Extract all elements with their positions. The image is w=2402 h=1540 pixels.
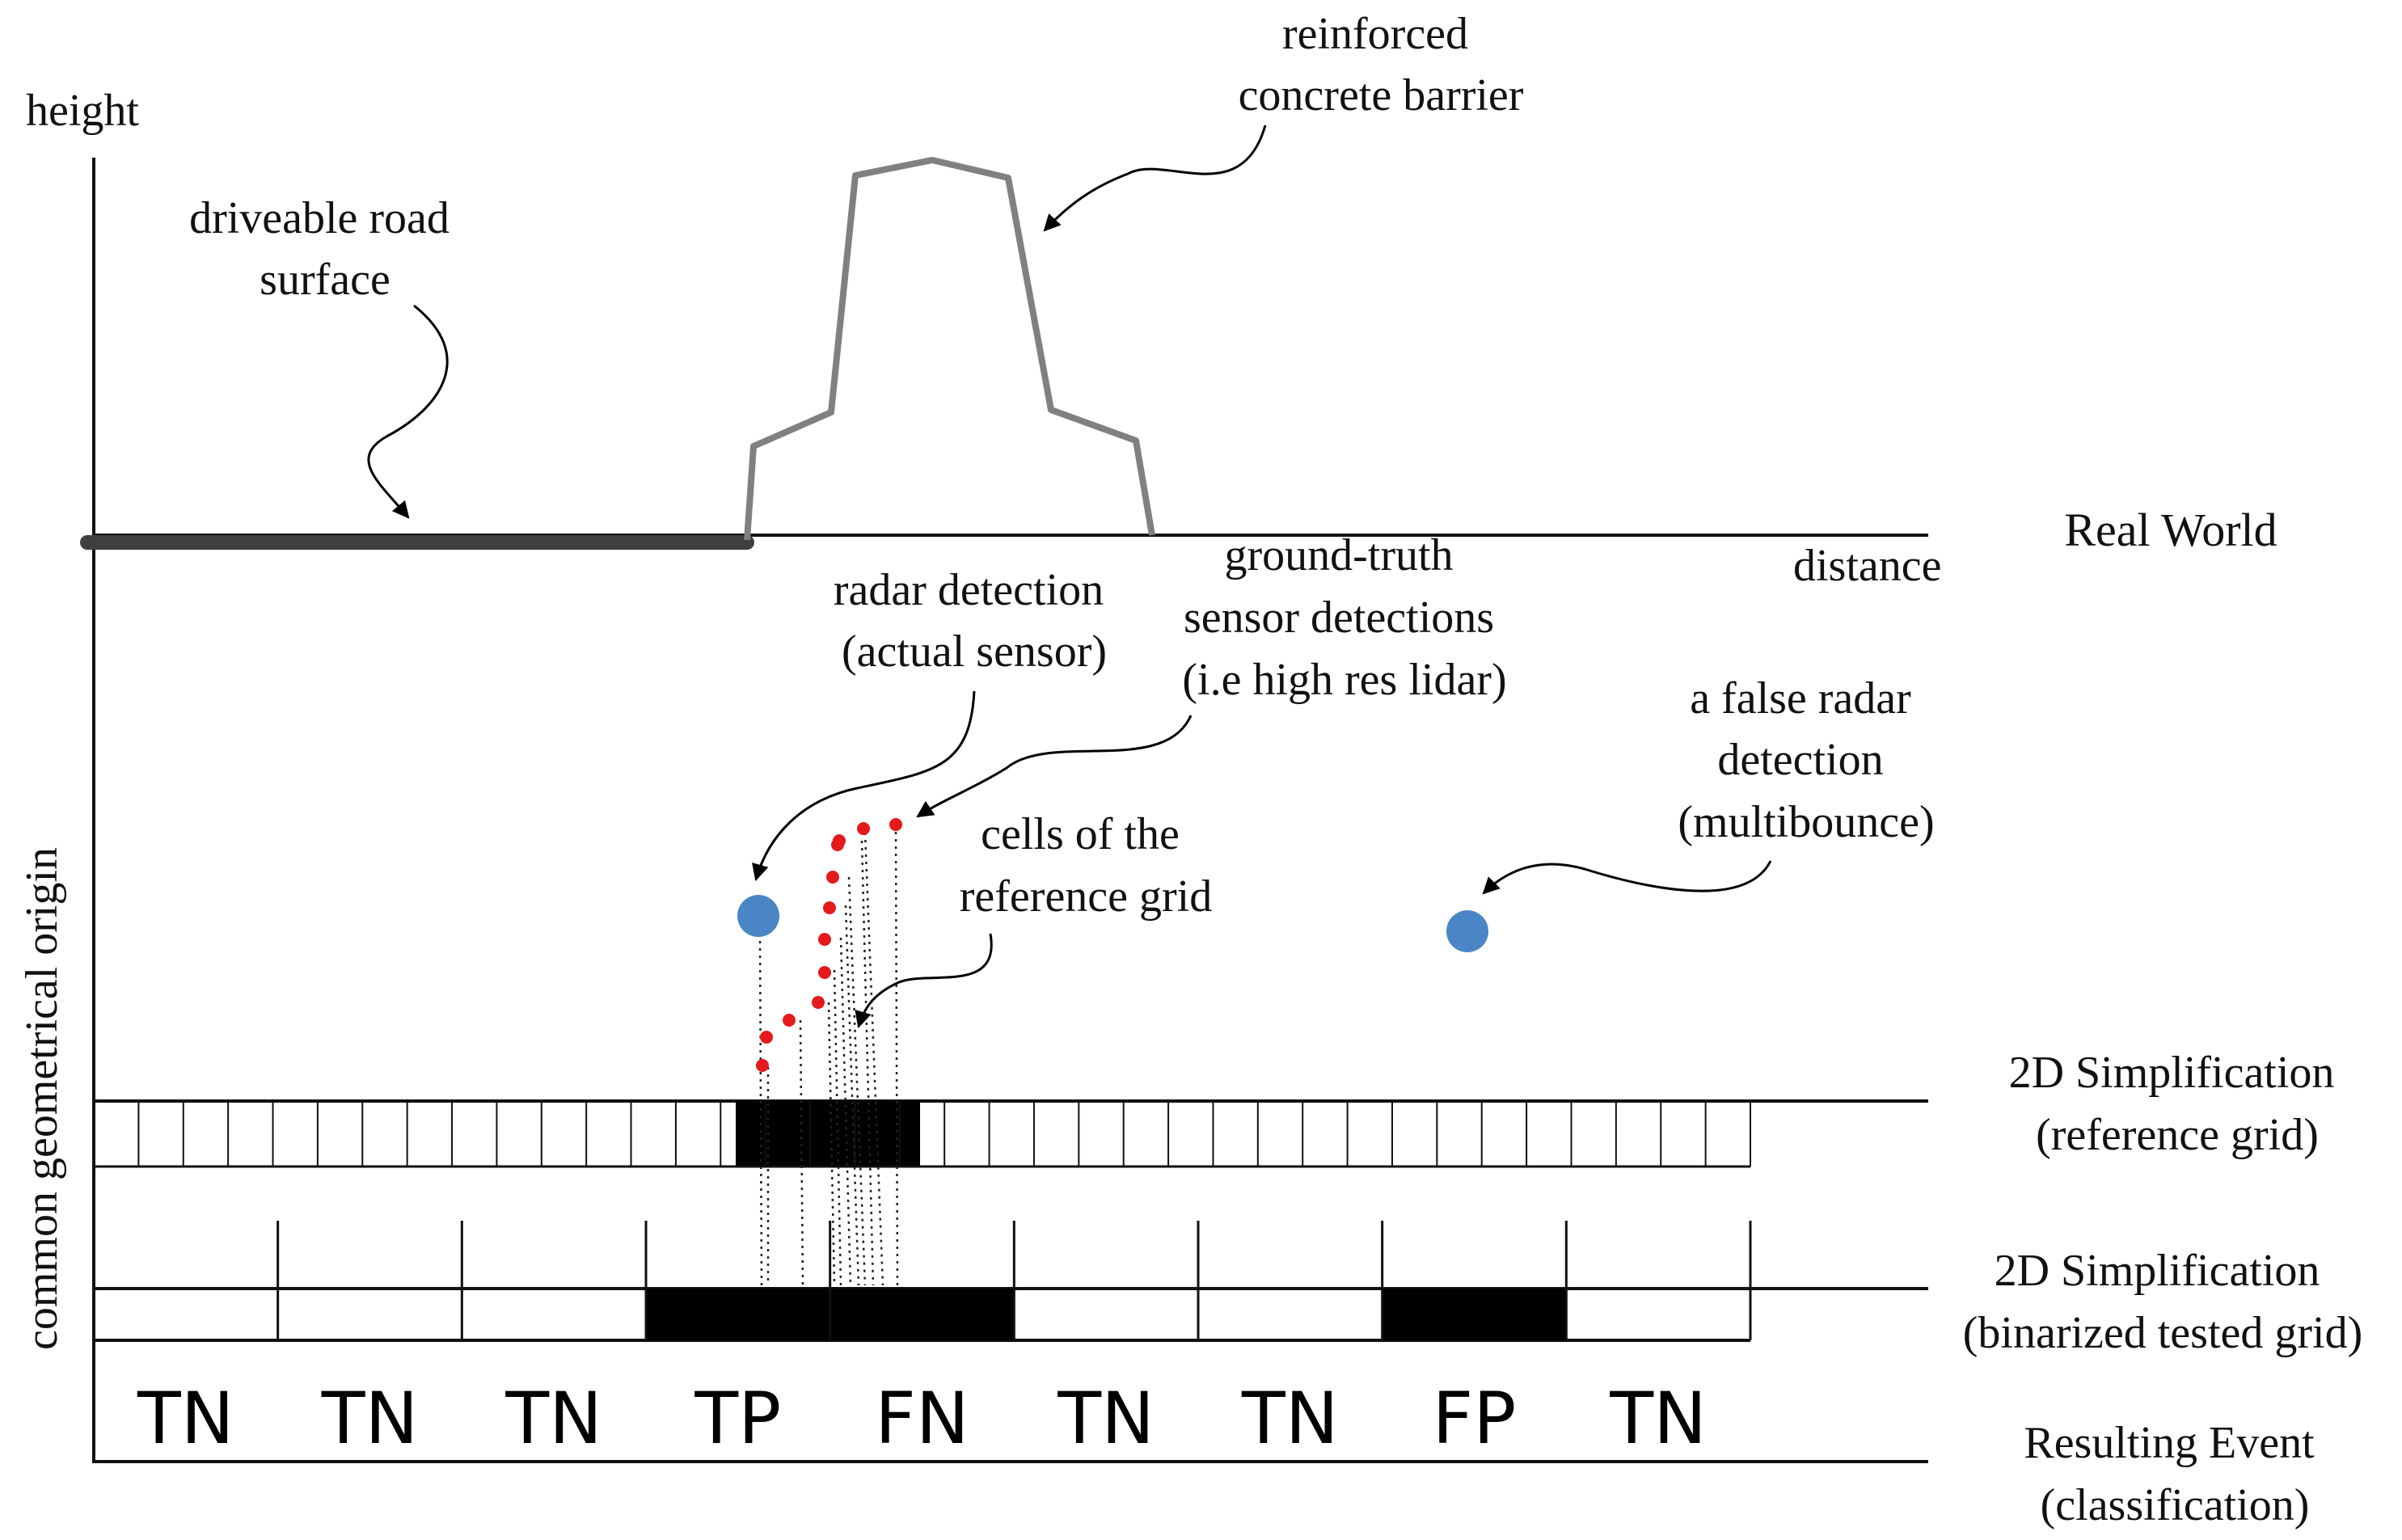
false-radar-annotation: a false radar detection (multibounce): [1678, 673, 1934, 847]
radar-detection-point: [737, 895, 779, 937]
lidar-detection-point: [818, 933, 831, 946]
lidar-detection-point: [823, 901, 836, 914]
projection-line: [799, 1019, 804, 1286]
origin-axis-label: common geometrical origin: [17, 847, 67, 1350]
false-radar-detection-point: [1446, 910, 1488, 952]
lidar-detection-point: [833, 834, 846, 847]
tested-grid-occupied-cell: [830, 1289, 1015, 1340]
labels: height distance common geometrical origi…: [17, 9, 2362, 1530]
cells-annotation: cells of the reference grid: [960, 809, 1212, 922]
cells-arrow: [855, 933, 993, 1029]
tested-grid-occupied-cell: [1382, 1289, 1567, 1340]
reference-grid: [93, 1101, 1751, 1168]
projection-line: [844, 905, 860, 1286]
lidar-detection-point: [857, 822, 870, 835]
reference-grid-occupied-cells: [736, 1101, 920, 1167]
projection-line: [863, 832, 884, 1286]
road-annotation: driveable road surface: [189, 193, 461, 305]
projection-line: [894, 824, 899, 1286]
lidar-detection-point: [783, 1014, 796, 1027]
road-arrow: [367, 304, 449, 519]
real-world-label: Real World: [2064, 504, 2277, 556]
tested-grid-label: 2D Simplification (binarized tested grid…: [1963, 1246, 2362, 1358]
barrier-annotation: reinforced concrete barrier: [1239, 9, 1524, 120]
classification-label-fp: FP: [1433, 1377, 1517, 1460]
lidar-detection-point: [818, 966, 831, 979]
classification-label-tn: TN: [1057, 1377, 1155, 1460]
classification-label-tn: TN: [504, 1377, 602, 1460]
height-axis-label: height: [26, 86, 139, 136]
classification-label-tn: TN: [1609, 1377, 1707, 1460]
detection-points: [737, 818, 1488, 1072]
radar-annotation: radar detection (actual sensor): [834, 565, 1115, 677]
radar-arrow: [752, 690, 976, 882]
classification-label-tn: TN: [137, 1377, 234, 1460]
reference-grid-label: 2D Simplification (reference grid): [2009, 1048, 2346, 1160]
projection-line: [860, 840, 875, 1286]
tested-grid-occupied-cell: [646, 1289, 830, 1340]
barrier-arrow: [1043, 124, 1267, 232]
classification-label-fn: FN: [875, 1377, 969, 1460]
lidar-detection-point: [756, 1059, 769, 1072]
projection-line: [847, 876, 867, 1286]
ground-truth-annotation: ground-truth sensor detections (i.e high…: [1182, 530, 1506, 705]
false-radar-arrow: [1482, 860, 1772, 895]
lidar-detection-point: [812, 996, 825, 1009]
lidar-detection-point: [889, 818, 902, 831]
concrete-barrier-profile: [744, 157, 1155, 541]
projection-line: [758, 933, 763, 1286]
binarized-tested-grid: [92, 1221, 1752, 1340]
classification-label-tp: TP: [694, 1377, 781, 1460]
ground-truth-arrow: [916, 715, 1193, 818]
projection-lines: [758, 824, 899, 1286]
annotation-arrows: [367, 124, 1772, 1029]
distance-axis-label: distance: [1793, 541, 1941, 591]
lidar-detection-point: [760, 1031, 773, 1044]
classification-labels: TN TN TN TP FN TN TN FP TN: [137, 1377, 1707, 1460]
lidar-detection-point: [826, 871, 839, 884]
classification-label-tn: TN: [1241, 1377, 1339, 1460]
classification-label-tn: TN: [321, 1377, 419, 1460]
projection-line: [833, 969, 842, 1286]
resulting-event-label: Resulting Event (classification): [2024, 1418, 2325, 1530]
